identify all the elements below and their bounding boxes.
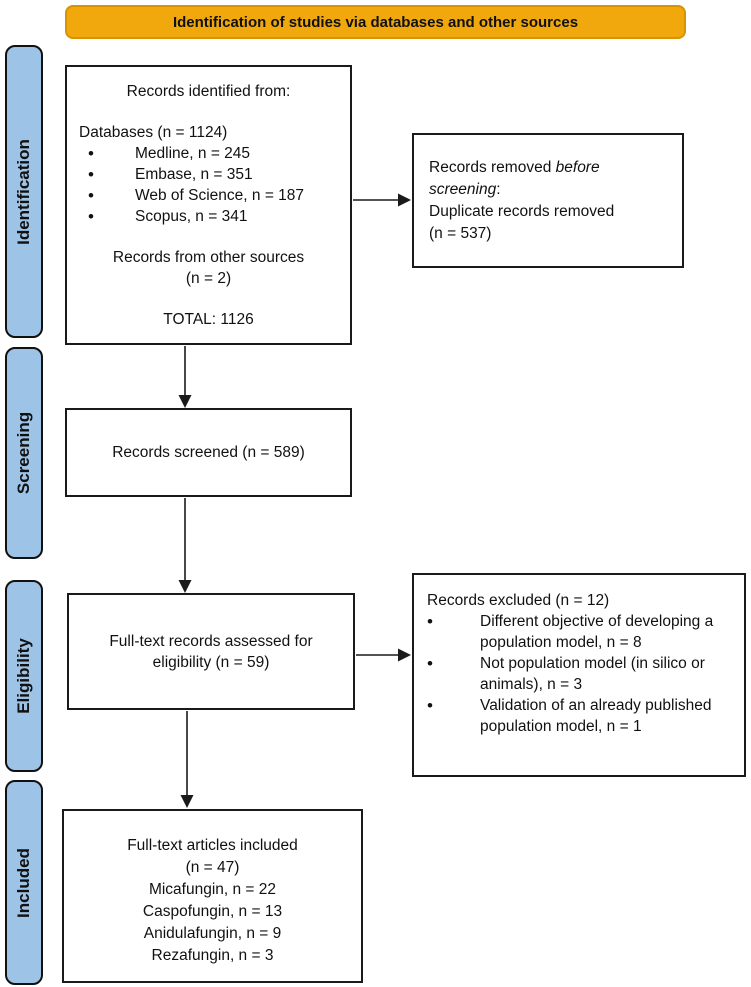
stage-included-label: Included	[14, 847, 33, 918]
articles-included-line: Micafungin, n = 22	[148, 881, 277, 898]
records-screened-box: Records screened (n = 589)	[65, 408, 352, 497]
articles-included-box: Full-text articles included (n = 47) Mic…	[62, 809, 363, 983]
records-identified-box: Records identified from: Databases (n = …	[65, 65, 352, 345]
records-removed-prefix: Records removed	[429, 159, 556, 176]
databases-heading: Databases (n = 1124)	[79, 124, 228, 141]
excluded-reason-item: • Different objective of developing a po…	[427, 611, 736, 653]
arrow-identified-to-screened	[178, 346, 192, 408]
bullet-icon: •	[88, 186, 94, 205]
excluded-reason-label: Different objective of developing a popu…	[480, 613, 714, 651]
records-assessed-text: Full-text records assessed for eligibili…	[109, 632, 313, 671]
arrow-assessed-to-included	[180, 711, 194, 808]
database-item-label: Medline, n = 245	[135, 145, 251, 162]
records-excluded-box: Records excluded (n = 12) • Different ob…	[412, 573, 746, 777]
records-removed-box: Records removed before screening: Duplic…	[412, 133, 684, 268]
bullet-icon: •	[427, 612, 433, 631]
database-item: • Scopus, n = 341	[67, 206, 350, 227]
banner-title: Identification of studies via databases …	[172, 13, 579, 31]
stage-included: Included	[5, 780, 43, 985]
records-removed-suffix: :	[496, 181, 501, 198]
database-item-label: Scopus, n = 341	[135, 208, 248, 225]
stage-eligibility: Eligibility	[5, 580, 43, 772]
excluded-reason-item: • Validation of an already published pop…	[427, 695, 736, 737]
articles-included-line: (n = 47)	[185, 859, 240, 876]
arrow-assessed-to-excluded	[356, 648, 411, 662]
total-line: TOTAL: 1126	[163, 311, 254, 328]
other-sources-line: Records from other sources	[112, 249, 305, 266]
records-excluded-heading: Records excluded (n = 12)	[427, 592, 610, 609]
records-removed-italic: before screening	[429, 159, 600, 198]
articles-included-line: Full-text articles included	[127, 837, 298, 854]
bullet-icon: •	[427, 696, 433, 715]
stage-screening-label: Screening	[14, 411, 34, 495]
articles-included-line: Rezafungin, n = 3	[151, 947, 274, 964]
database-item: • Medline, n = 245	[67, 143, 350, 164]
bullet-icon: •	[88, 207, 94, 226]
articles-included-line: Anidulafungin, n = 9	[143, 925, 282, 942]
arrow-identified-to-removed	[353, 193, 411, 207]
records-identified-heading: Records identified from:	[126, 83, 291, 100]
articles-included-line: Caspofungin, n = 13	[142, 903, 283, 920]
excluded-reason-label: Validation of an already published popul…	[480, 697, 712, 735]
database-item-label: Embase, n = 351	[135, 166, 253, 183]
database-item: • Embase, n = 351	[67, 164, 350, 185]
duplicates-removed-line: Duplicate records removed	[429, 203, 615, 220]
bullet-icon: •	[88, 144, 94, 163]
stage-screening: Screening	[5, 347, 43, 559]
records-assessed-box: Full-text records assessed for eligibili…	[67, 593, 355, 710]
stage-identification-label: Identification	[14, 138, 33, 245]
database-item-label: Web of Science, n = 187	[135, 187, 305, 204]
stage-eligibility-label: Eligibility	[14, 638, 33, 714]
bullet-icon: •	[88, 165, 94, 184]
database-item: • Web of Science, n = 187	[67, 185, 350, 206]
records-screened-text: Records screened (n = 589)	[112, 444, 305, 461]
excluded-reason-item: • Not population model (in silico or ani…	[427, 653, 736, 695]
stage-identification: Identification	[5, 45, 43, 338]
banner: Identification of studies via databases …	[65, 5, 686, 39]
arrow-screened-to-assessed	[178, 498, 192, 593]
records-removed-heading: Records removed before screening:	[429, 157, 668, 201]
other-sources-count: (n = 2)	[185, 270, 232, 287]
bullet-icon: •	[427, 654, 433, 673]
excluded-reason-label: Not population model (in silico or anima…	[480, 655, 705, 693]
duplicates-removed-count: (n = 537)	[429, 225, 492, 242]
